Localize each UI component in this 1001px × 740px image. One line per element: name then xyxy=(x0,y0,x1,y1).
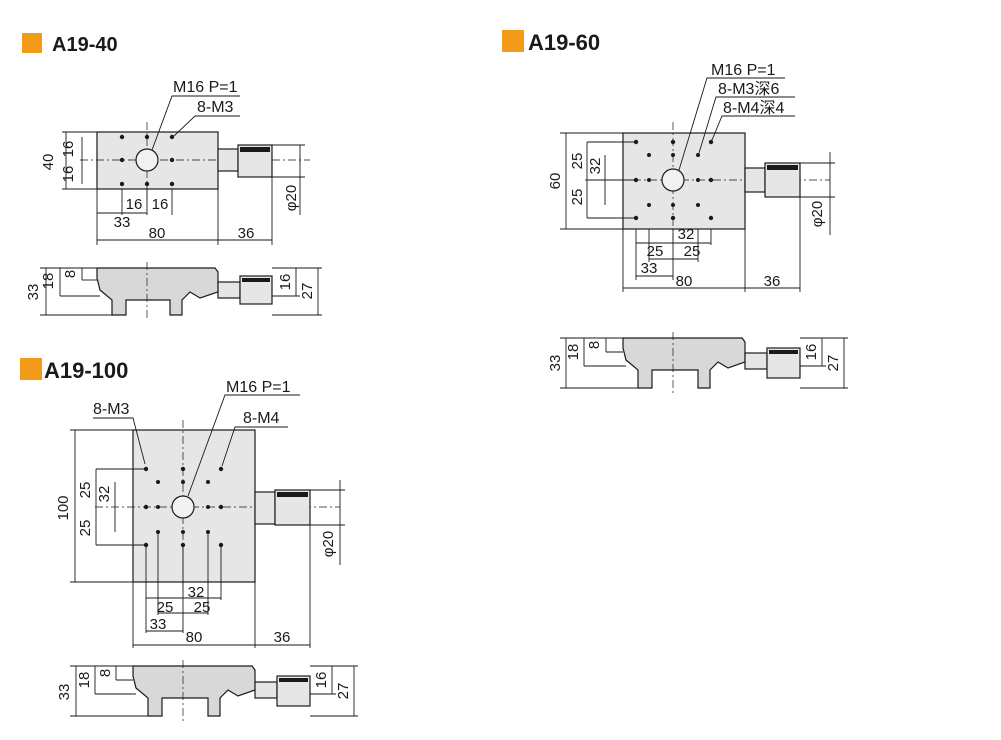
stage-body xyxy=(622,337,746,389)
section-a19-60: A19-60 xyxy=(502,30,848,394)
center-hole xyxy=(171,495,195,519)
dim-offset: 33 xyxy=(114,214,131,231)
dim-knob-length: 36 xyxy=(274,629,291,646)
dim-side-8: 8 xyxy=(62,270,79,278)
stage-body xyxy=(96,267,219,316)
knob-shaft xyxy=(744,167,766,193)
dim-width: 80 xyxy=(676,273,693,290)
knob-shaft xyxy=(744,352,768,370)
dim-knob-diameter: φ20 xyxy=(809,201,826,227)
dim-25: 25 xyxy=(157,599,174,616)
dim-side-18: 18 xyxy=(565,344,582,361)
knob-shaft xyxy=(254,491,276,525)
dim-side-height: 33 xyxy=(25,284,42,301)
mounting-holes xyxy=(143,466,224,548)
side-view-a19-100: 33 18 8 16 27 xyxy=(56,660,358,722)
dim-25: 25 xyxy=(77,520,94,537)
dim-height: 40 xyxy=(40,154,57,171)
section-title-a19-100: A19-100 xyxy=(44,358,128,383)
callout-m4-holes: 8-M4 xyxy=(243,410,280,427)
dim-25: 25 xyxy=(194,599,211,616)
callout-thread: M16 P=1 xyxy=(711,62,776,79)
callout-thread: M16 P=1 xyxy=(173,79,238,96)
dim-side-27: 27 xyxy=(825,355,842,372)
dim-32: 32 xyxy=(587,158,604,175)
callout-holes: 8-M3 xyxy=(197,99,234,116)
section-a19-40: A19-40 40 16 16 xyxy=(22,33,322,320)
dim-knob-diameter: φ20 xyxy=(283,185,300,211)
side-view-a19-40: 33 18 8 16 27 xyxy=(25,262,322,320)
dim-side-16: 16 xyxy=(313,672,330,689)
dim-25: 25 xyxy=(569,189,586,206)
dim-side-16: 16 xyxy=(803,344,820,361)
dim-25: 25 xyxy=(647,243,664,260)
dim-16: 16 xyxy=(126,196,143,213)
side-view-a19-60: 33 18 8 16 27 xyxy=(547,332,848,394)
dim-side-27: 27 xyxy=(299,283,316,300)
top-view-a19-60: 60 25 32 25 32 25 25 33 80 36 xyxy=(547,62,835,292)
dim-16: 16 xyxy=(152,196,169,213)
callout-m3-holes: 8-M3 xyxy=(93,401,130,418)
dim-16: 16 xyxy=(60,141,77,158)
top-view-a19-100: 100 25 32 25 32 25 25 33 80 36 xyxy=(55,379,345,648)
dim-side-27: 27 xyxy=(335,683,352,700)
dim-32: 32 xyxy=(188,584,205,601)
center-hole xyxy=(661,168,685,192)
dim-25: 25 xyxy=(569,153,586,170)
dim-side-height: 33 xyxy=(547,355,564,372)
knob-shaft xyxy=(254,681,278,699)
knob-shaft xyxy=(217,281,241,299)
dim-knob-diameter: φ20 xyxy=(320,531,337,557)
callout-thread: M16 P=1 xyxy=(226,379,291,396)
dim-side-height: 33 xyxy=(56,684,73,701)
dim-side-8: 8 xyxy=(97,669,114,677)
dim-16: 16 xyxy=(60,166,77,183)
dim-side-8: 8 xyxy=(586,341,603,349)
section-a19-100: A19-100 xyxy=(20,358,358,722)
dim-knob-length: 36 xyxy=(238,225,255,242)
mounting-holes xyxy=(119,134,175,187)
knob-shaft xyxy=(217,148,239,172)
dim-32: 32 xyxy=(678,226,695,243)
section-marker-a19-100 xyxy=(20,358,42,380)
stage-plate xyxy=(132,429,256,583)
callout-m4-holes: 8-M4深4 xyxy=(723,99,784,117)
dim-knob-length: 36 xyxy=(764,273,781,290)
top-view-a19-40: 40 16 16 16 16 33 80 36 φ20 M16 P=1 8-M3 xyxy=(40,79,310,245)
dim-side-16: 16 xyxy=(277,274,294,291)
section-marker-a19-40 xyxy=(22,33,42,53)
stage-body xyxy=(132,665,256,717)
dim-width: 80 xyxy=(149,225,166,242)
dim-width: 80 xyxy=(186,629,203,646)
dim-25: 25 xyxy=(77,482,94,499)
dim-side-18: 18 xyxy=(40,273,57,290)
dim-32: 32 xyxy=(96,486,113,503)
section-title-a19-40: A19-40 xyxy=(52,34,118,56)
dim-25: 25 xyxy=(684,243,701,260)
section-marker-a19-60 xyxy=(502,30,524,52)
callout-m3-holes: 8-M3深6 xyxy=(718,80,779,98)
center-hole xyxy=(135,148,159,172)
dim-offset: 33 xyxy=(150,616,167,633)
dim-height: 100 xyxy=(55,495,72,520)
dim-height: 60 xyxy=(547,173,564,190)
dim-offset: 33 xyxy=(641,260,658,277)
section-title-a19-60: A19-60 xyxy=(528,30,600,55)
dim-side-18: 18 xyxy=(76,672,93,689)
